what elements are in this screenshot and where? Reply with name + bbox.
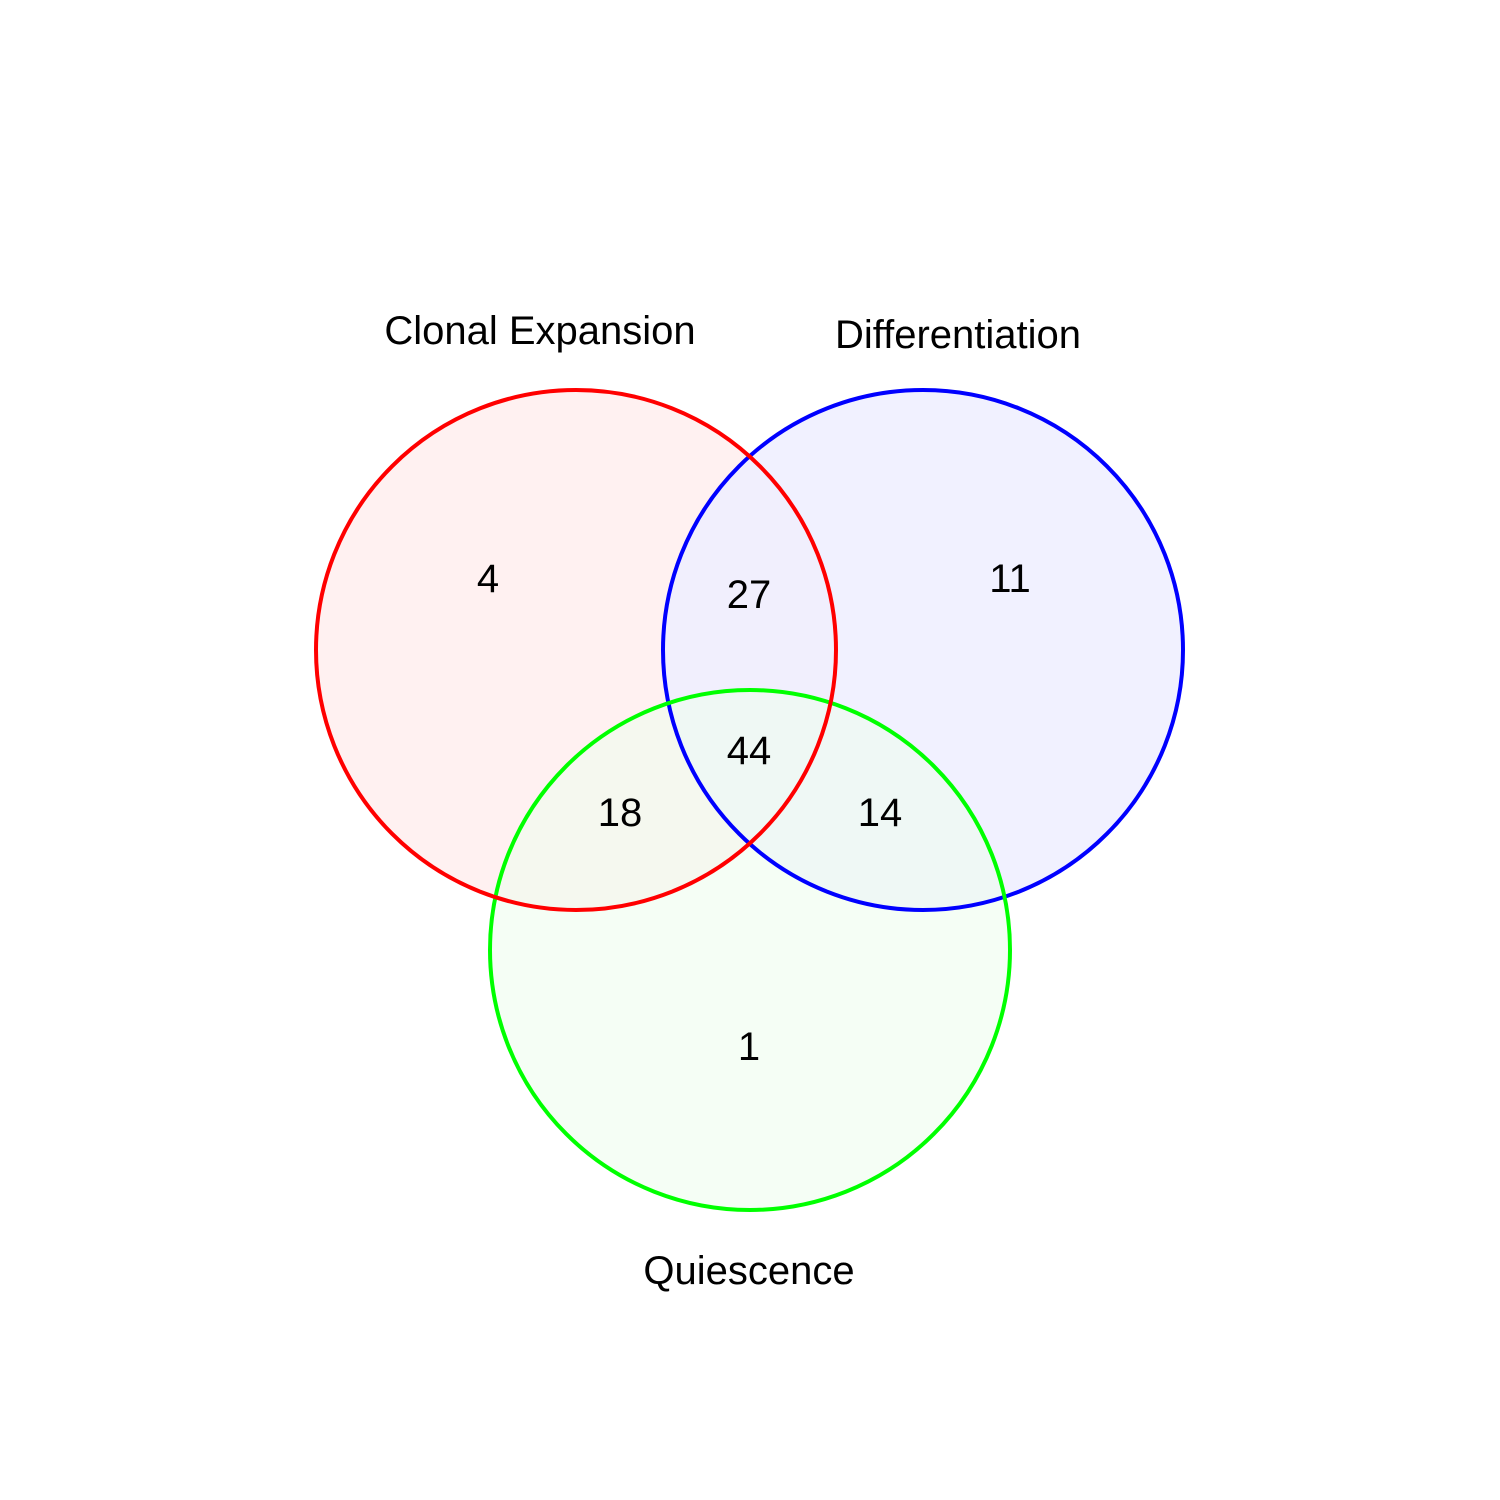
region-count-clonal-expansion-only: 4 [477, 557, 499, 601]
circle-fills [316, 390, 1183, 1210]
differentiation-label: Differentiation [835, 313, 1081, 357]
circle-outlines [314, 388, 1185, 1212]
region-count-clonal-expansion-quiescence: 18 [598, 791, 643, 835]
region-count-clonal-expansion-differentiation: 27 [727, 573, 772, 617]
region-count-quiescence-only: 1 [738, 1025, 760, 1069]
clonal-expansion-circle-outline [314, 388, 838, 912]
differentiation-circle-outline [661, 388, 1185, 912]
clonal-expansion-label: Clonal Expansion [384, 309, 695, 353]
region-count-all-three: 44 [727, 729, 772, 773]
region-count-differentiation-quiescence: 14 [858, 791, 903, 835]
quiescence-label: Quiescence [643, 1249, 854, 1293]
region-count-differentiation-only: 11 [989, 557, 1031, 601]
quiescence-circle-fill [490, 690, 1010, 1210]
quiescence-circle-outline [488, 688, 1012, 1212]
